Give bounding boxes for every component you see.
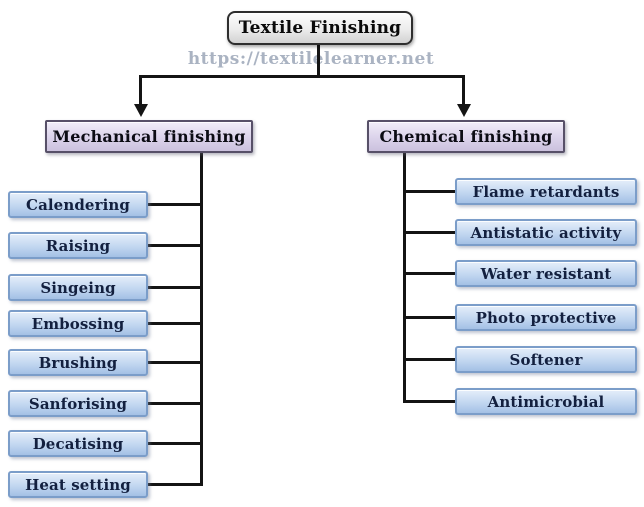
item-row: Flame retardants	[404, 178, 637, 205]
connector-line	[148, 483, 201, 486]
item-label: Softener	[509, 350, 583, 369]
item-row: Calendering	[8, 191, 201, 218]
branch-node-label: Chemical finishing	[379, 127, 553, 146]
root-node-label: Textile Finishing	[238, 18, 402, 38]
item-label: Singeing	[40, 278, 116, 297]
connector-line	[148, 402, 201, 405]
item-row: Embossing	[8, 310, 201, 337]
item-row: Decatising	[8, 430, 201, 457]
connector-line	[148, 244, 201, 247]
item-label: Calendering	[26, 195, 130, 214]
item-row: Heat setting	[8, 471, 201, 498]
item-row: Brushing	[8, 349, 201, 376]
item-row: Softener	[404, 346, 637, 373]
item-box-singeing: Singeing	[8, 274, 148, 301]
watermark-text: https://textilelearner.net	[187, 49, 435, 69]
connector-drop-left	[139, 75, 142, 105]
branch-node-mechanical-finishing: Mechanical finishing	[45, 120, 253, 153]
connector-line	[404, 316, 455, 319]
item-box-flame-retardants: Flame retardants	[455, 178, 637, 205]
item-row: Antimicrobial	[404, 388, 637, 415]
item-label: Antimicrobial	[487, 392, 605, 411]
connector-trunk-mechanical	[200, 153, 203, 486]
item-label: Sanforising	[28, 394, 128, 413]
item-box-embossing: Embossing	[8, 310, 148, 337]
item-row: Antistatic activity	[404, 219, 637, 246]
arrowhead-right-icon	[457, 104, 471, 117]
connector-trunk-chemical	[403, 153, 406, 403]
item-row: Water resistant	[404, 260, 637, 287]
item-label: Photo protective	[475, 308, 617, 327]
connector-drop-right	[462, 75, 465, 105]
item-label: Antistatic activity	[470, 223, 622, 242]
connector-line	[148, 361, 201, 364]
item-box-calendering: Calendering	[8, 191, 148, 218]
connector-line	[148, 203, 201, 206]
item-box-decatising: Decatising	[8, 430, 148, 457]
branch-node-chemical-finishing: Chemical finishing	[367, 120, 565, 153]
item-row: Photo protective	[404, 304, 637, 331]
arrowhead-left-icon	[134, 104, 148, 117]
item-box-photo-protective: Photo protective	[455, 304, 637, 331]
connector-line	[404, 358, 455, 361]
root-node-textile-finishing: Textile Finishing	[227, 11, 413, 45]
item-label: Embossing	[31, 314, 125, 333]
item-label: Decatising	[32, 434, 124, 453]
item-box-brushing: Brushing	[8, 349, 148, 376]
item-label: Brushing	[38, 353, 118, 372]
item-box-heat-setting: Heat setting	[8, 471, 148, 498]
connector-line	[404, 190, 455, 193]
connector-line	[148, 286, 201, 289]
item-row: Singeing	[8, 274, 201, 301]
item-box-raising: Raising	[8, 232, 148, 259]
connector-line	[404, 400, 455, 403]
item-box-antistatic-activity: Antistatic activity	[455, 219, 637, 246]
item-label: Flame retardants	[472, 182, 620, 201]
item-label: Raising	[45, 236, 111, 255]
item-label: Heat setting	[25, 475, 131, 494]
item-box-antimicrobial: Antimicrobial	[455, 388, 637, 415]
item-row: Sanforising	[8, 390, 201, 417]
connector-line	[148, 442, 201, 445]
item-box-water-resistant: Water resistant	[455, 260, 637, 287]
connector-branch-horizontal	[139, 75, 465, 78]
connector-line	[148, 322, 201, 325]
item-box-softener: Softener	[455, 346, 637, 373]
connector-line	[404, 231, 455, 234]
connector-line	[404, 272, 455, 275]
item-label: Water resistant	[480, 264, 612, 283]
item-row: Raising	[8, 232, 201, 259]
branch-node-label: Mechanical finishing	[52, 127, 246, 146]
connector-root-stub	[317, 45, 320, 78]
item-box-sanforising: Sanforising	[8, 390, 148, 417]
